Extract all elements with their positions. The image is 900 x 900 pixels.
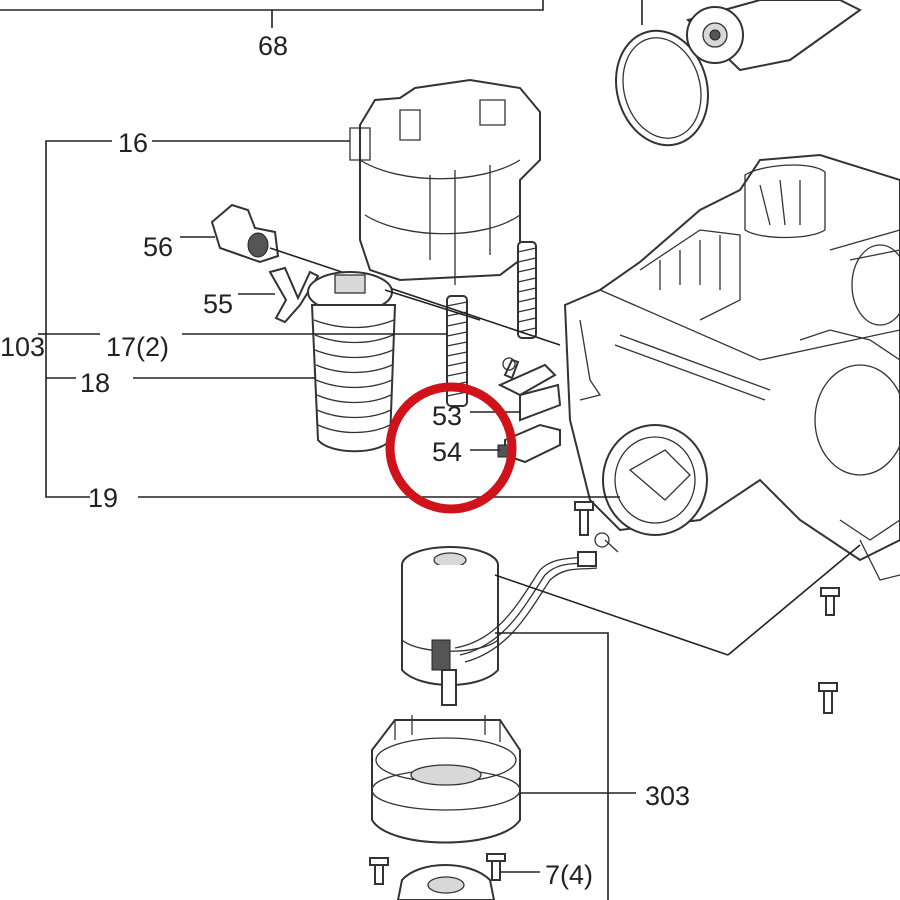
leader-lines [38,140,636,900]
label-17: 17(2) [106,332,169,362]
filter-18 [307,271,481,453]
bracket-68 [0,0,544,28]
label-56: 56 [143,232,173,262]
screw-bottom-right [486,853,506,881]
screw-right-1 [820,587,840,616]
label-19: 19 [88,483,118,513]
label-303: 303 [645,781,690,811]
part-56 [210,203,561,346]
top-motor-part [615,0,862,147]
spring-left [446,295,468,407]
screw-right-2 [818,682,838,714]
label-68: 68 [258,31,288,61]
spring-right [517,241,537,339]
screw-center [574,501,594,536]
label-103: 103 [0,332,45,362]
highlight-circle [385,382,517,514]
part-53-bracket [497,357,562,422]
label-54: 54 [432,437,462,467]
main-housing [563,153,900,581]
label-53: 53 [432,401,462,431]
part-303 [371,715,521,844]
label-55: 55 [203,289,233,319]
bottom-part [396,864,496,900]
label-7: 7(4) [545,860,593,890]
part-54-piece [497,423,561,464]
label-16: 16 [118,128,148,158]
housing-cup-16 [349,78,541,285]
motor-unit [401,544,861,706]
small-ring-part [594,532,619,553]
screw-bottom-left [369,857,389,885]
label-18: 18 [80,368,110,398]
